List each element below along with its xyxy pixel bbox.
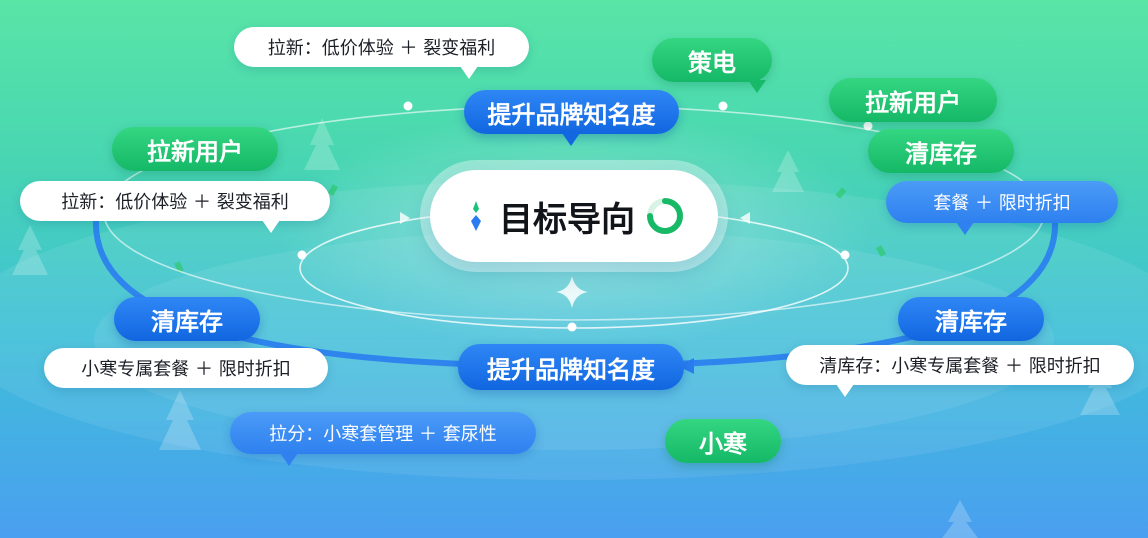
bubble-tail <box>562 133 580 146</box>
left-lower-node: 清库存 <box>114 297 260 341</box>
right-upper-note-bubble: 套餐 ＋ 限时折扣 <box>886 181 1118 223</box>
bottom-right-node: 小寒 <box>665 419 781 463</box>
top-note-text: 拉新：低价体验 ＋ 裂变福利 <box>267 38 496 59</box>
center-goal-card: 目标导向 <box>430 170 718 262</box>
left-upper-note-bubble: 拉新：低价体验 ＋ 裂变福利 <box>20 181 330 221</box>
arrow-icon <box>400 212 410 224</box>
right-lower-note-bubble: 清库存：小寒专属套餐 ＋ 限时折扣 <box>786 345 1134 385</box>
top-right-node-2: 拉新用户 <box>829 78 997 122</box>
top-brand-node: 提升品牌知名度 <box>464 90 679 134</box>
bubble-tail <box>748 80 766 93</box>
bubble-tail <box>460 66 478 79</box>
arrow-icon <box>678 358 694 374</box>
pine-tree-icon <box>12 118 1120 538</box>
bubble-tail <box>956 222 974 235</box>
right-upper-node: 清库存 <box>868 129 1014 173</box>
bottom-left-note-bubble: 拉分：小寒套管理 ＋ 套尿性 <box>230 412 536 454</box>
left-lower-note-bubble: 小寒专属套餐 ＋ 限时折扣 <box>44 348 328 388</box>
top-note-bubble: 拉新：低价体验 ＋ 裂变福利 <box>234 27 529 67</box>
sparkle-icon <box>556 276 588 308</box>
left-upper-node: 拉新用户 <box>112 127 278 171</box>
arrow-icon <box>740 212 750 224</box>
right-lower-node: 清库存 <box>898 297 1044 341</box>
bottom-brand-node: 提升品牌知名度 <box>458 344 684 390</box>
sparkle-logo-icon <box>471 201 481 231</box>
center-title: 目标导向 <box>499 199 635 240</box>
progress-ring-icon <box>647 198 683 234</box>
top-right-node-1: 策电 <box>652 38 772 82</box>
bubble-tail <box>262 220 280 233</box>
bubble-tail <box>836 384 854 397</box>
bubble-tail <box>280 453 298 466</box>
